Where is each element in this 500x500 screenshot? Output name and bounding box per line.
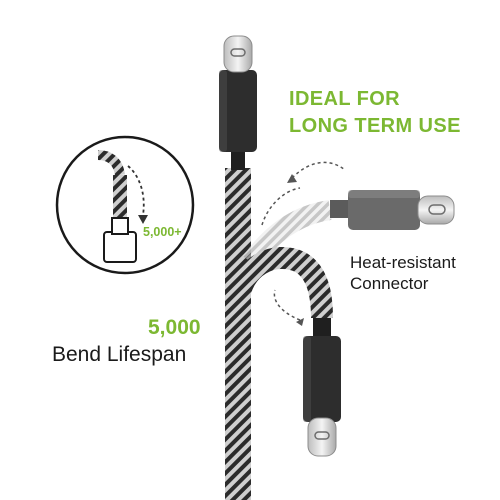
bend-lifespan-value: 5,000: [148, 316, 201, 339]
motion-arc-icon: [261, 161, 346, 321]
headline: IDEAL FOR LONG TERM USE: [289, 86, 461, 140]
connector-label-line-1: Heat-resistant: [350, 253, 456, 272]
main-cable: [219, 35, 257, 500]
headline-line-1: IDEAL FOR: [289, 88, 401, 110]
bend-lifespan-label: Bend Lifespan: [52, 343, 187, 366]
curved-cable: [227, 247, 341, 457]
headline-line-2: LONG TERM USE: [289, 115, 461, 137]
connector-label-line-2: Connector: [350, 274, 429, 293]
arrowhead-icon: [287, 174, 297, 183]
horizontal-connector: [330, 190, 455, 230]
bend-count-callout: 5,000+: [143, 225, 182, 239]
arrowhead-icon: [296, 318, 304, 326]
bend-test-diagram-icon: [55, 135, 195, 275]
connector-label: Heat-resistant Connector: [350, 252, 456, 294]
